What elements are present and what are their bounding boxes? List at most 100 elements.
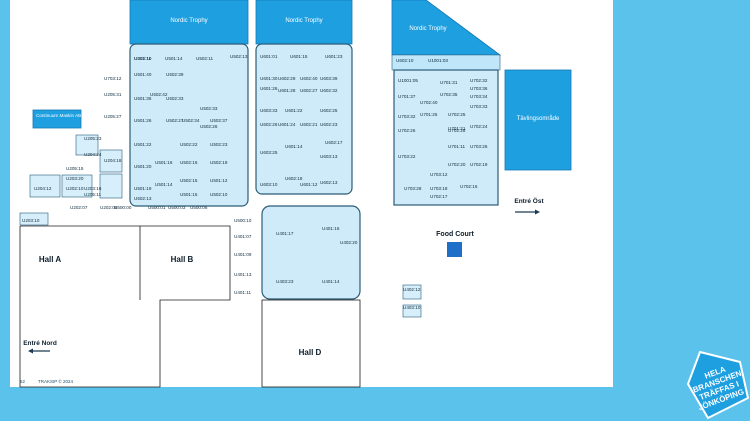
stand-label[interactable]: U703:22 bbox=[398, 154, 416, 159]
stand-label[interactable]: U204:24 bbox=[84, 152, 102, 157]
stand-label[interactable]: U205:11 bbox=[84, 192, 101, 197]
stand-label[interactable]: U202:08 bbox=[100, 205, 118, 210]
stand-label[interactable]: U502:13 bbox=[134, 196, 152, 201]
stand-label[interactable]: U204:12 bbox=[34, 186, 52, 191]
stand-label[interactable]: U501:19 bbox=[134, 186, 152, 191]
stand-label[interactable]: U601:23 bbox=[325, 54, 343, 59]
stand-label[interactable]: U602:13 bbox=[320, 180, 338, 185]
exhibitor-box[interactable] bbox=[32, 109, 82, 129]
stand-label[interactable]: U502:23 bbox=[210, 142, 228, 147]
stand-label[interactable]: U401:09 bbox=[234, 252, 252, 257]
stand-label[interactable]: U702:25 bbox=[448, 112, 466, 117]
stand-u202-07[interactable] bbox=[19, 212, 49, 226]
stand-west-3[interactable] bbox=[75, 134, 99, 156]
stand-label[interactable]: U501:36 bbox=[134, 96, 152, 101]
stand-label[interactable]: U502:42 bbox=[150, 92, 168, 97]
stand-west-2[interactable] bbox=[61, 174, 93, 198]
stand-label[interactable]: U502:15 bbox=[180, 178, 198, 183]
stand-label[interactable]: U500:10 bbox=[234, 218, 252, 223]
stand-label[interactable]: U501:12 bbox=[210, 178, 228, 183]
stand-label[interactable]: U502:39 bbox=[166, 72, 184, 77]
stand-label[interactable]: U501:22 bbox=[134, 142, 152, 147]
stand-label[interactable]: U602:27 bbox=[300, 88, 318, 93]
stand-label[interactable]: U502:10 bbox=[210, 192, 228, 197]
stand-label[interactable]: U502:22 bbox=[180, 142, 198, 147]
stand-label[interactable]: U703:28 bbox=[404, 186, 422, 191]
stand-label[interactable]: U403:10 bbox=[403, 305, 421, 310]
stand-label[interactable]: U702:16 bbox=[460, 184, 478, 189]
stand-label[interactable]: U702:20 bbox=[448, 162, 466, 167]
stand-label[interactable]: U602:23 bbox=[320, 122, 338, 127]
stand-label[interactable]: U502:27 bbox=[166, 118, 184, 123]
stand-west-1[interactable] bbox=[29, 174, 61, 198]
stand-label[interactable]: U601:24 bbox=[278, 122, 296, 127]
stand-label[interactable]: U702:35 bbox=[440, 92, 458, 97]
stand-label[interactable]: U702:19 bbox=[470, 162, 488, 167]
stand-label[interactable]: U500:03 bbox=[168, 205, 186, 210]
stand-label[interactable]: U602:21 bbox=[300, 122, 318, 127]
stand-label[interactable]: U401:13 bbox=[234, 272, 252, 277]
stand-label[interactable]: U1001:05 bbox=[398, 78, 418, 83]
stand-west-5[interactable] bbox=[99, 173, 123, 199]
stand-label[interactable]: U601:14 bbox=[285, 144, 303, 149]
stand-label[interactable]: U402:20 bbox=[340, 240, 358, 245]
stand-label[interactable]: U502:33 bbox=[200, 106, 218, 111]
stand-label[interactable]: U701:37 bbox=[398, 94, 416, 99]
stand-label[interactable]: U401:17 bbox=[276, 231, 294, 236]
stand-label[interactable]: U701:25 bbox=[420, 112, 438, 117]
stand-label[interactable]: U501:26 bbox=[134, 118, 152, 123]
stand-label[interactable]: U601:28 bbox=[278, 88, 296, 93]
stand-label[interactable]: U602:40 bbox=[300, 76, 318, 81]
stand-label[interactable]: U403:23 bbox=[276, 279, 294, 284]
stand-label[interactable]: U702:28 bbox=[448, 128, 466, 133]
stand-label[interactable]: U603:39 bbox=[320, 76, 338, 81]
stand-label[interactable]: U502:11 bbox=[196, 56, 213, 61]
stand-label[interactable]: U501:14 bbox=[155, 182, 173, 187]
stand-label[interactable]: U205:15 bbox=[66, 166, 84, 171]
stand-label[interactable]: U602:10 bbox=[396, 58, 414, 63]
stand-label[interactable]: U502:34 bbox=[182, 118, 200, 123]
stand-label[interactable]: U702:40 bbox=[420, 100, 438, 105]
stand-label[interactable]: U401:07 bbox=[234, 234, 252, 239]
stand-label[interactable]: U601:12 bbox=[300, 182, 318, 187]
stand-label[interactable]: U602:29 bbox=[278, 76, 296, 81]
stand-label[interactable]: U202:10 bbox=[66, 186, 84, 191]
stand-label[interactable]: U500:00 bbox=[114, 205, 132, 210]
stand-label[interactable]: U601:30 bbox=[260, 76, 278, 81]
stand-label[interactable]: U502:33 bbox=[166, 96, 184, 101]
stand-label[interactable]: U603:25 bbox=[260, 150, 278, 155]
stand-label[interactable]: U703:18 bbox=[430, 186, 448, 191]
stand-label[interactable]: U501:11 bbox=[134, 56, 151, 61]
stand-label[interactable]: U501:14 bbox=[165, 56, 183, 61]
food-court-marker[interactable] bbox=[447, 242, 462, 257]
stand-label[interactable]: U702:32 bbox=[470, 78, 488, 83]
stand-label[interactable]: U401:14 bbox=[322, 279, 340, 284]
stand-label[interactable]: U203:20 bbox=[66, 176, 84, 181]
stand-label[interactable]: U701:11 bbox=[448, 144, 465, 149]
stand-label[interactable]: U703:26 bbox=[470, 144, 488, 149]
stand-label[interactable]: U205:31 bbox=[104, 92, 122, 97]
stand-u303-10[interactable] bbox=[402, 304, 422, 318]
stand-label[interactable]: U205:27 bbox=[104, 114, 122, 119]
stand-label[interactable]: U501:20 bbox=[134, 164, 152, 169]
stand-label[interactable]: U501:16 bbox=[155, 160, 173, 165]
stand-label[interactable]: U500:01 bbox=[148, 205, 166, 210]
stand-label[interactable]: U701:21 bbox=[448, 126, 466, 131]
stand-label[interactable]: U602:32 bbox=[320, 88, 338, 93]
stand-label[interactable]: U502:19 bbox=[210, 160, 228, 165]
stand-label[interactable]: U601:01 bbox=[260, 54, 278, 59]
stand-label[interactable]: U703:34 bbox=[470, 94, 488, 99]
stand-label[interactable]: U703:12 bbox=[104, 76, 122, 81]
stand-u403-10[interactable] bbox=[402, 284, 422, 300]
stand-label[interactable]: U601:22 bbox=[285, 108, 303, 113]
stand-label[interactable]: U502:16 bbox=[180, 160, 198, 165]
stand-label[interactable]: U602:26 bbox=[260, 122, 278, 127]
stand-label[interactable]: U303:10 bbox=[134, 56, 152, 61]
stand-label[interactable]: U203:10 bbox=[22, 218, 40, 223]
stand-label[interactable]: U602:25 bbox=[320, 108, 338, 113]
stand-label[interactable]: U502:26 bbox=[200, 124, 218, 129]
stand-label[interactable]: U703:12 bbox=[430, 172, 448, 177]
stand-label[interactable]: U602:17 bbox=[325, 140, 343, 145]
stand-label[interactable]: U402:12 bbox=[403, 287, 421, 292]
stand-label[interactable]: U703:32 bbox=[398, 114, 416, 119]
